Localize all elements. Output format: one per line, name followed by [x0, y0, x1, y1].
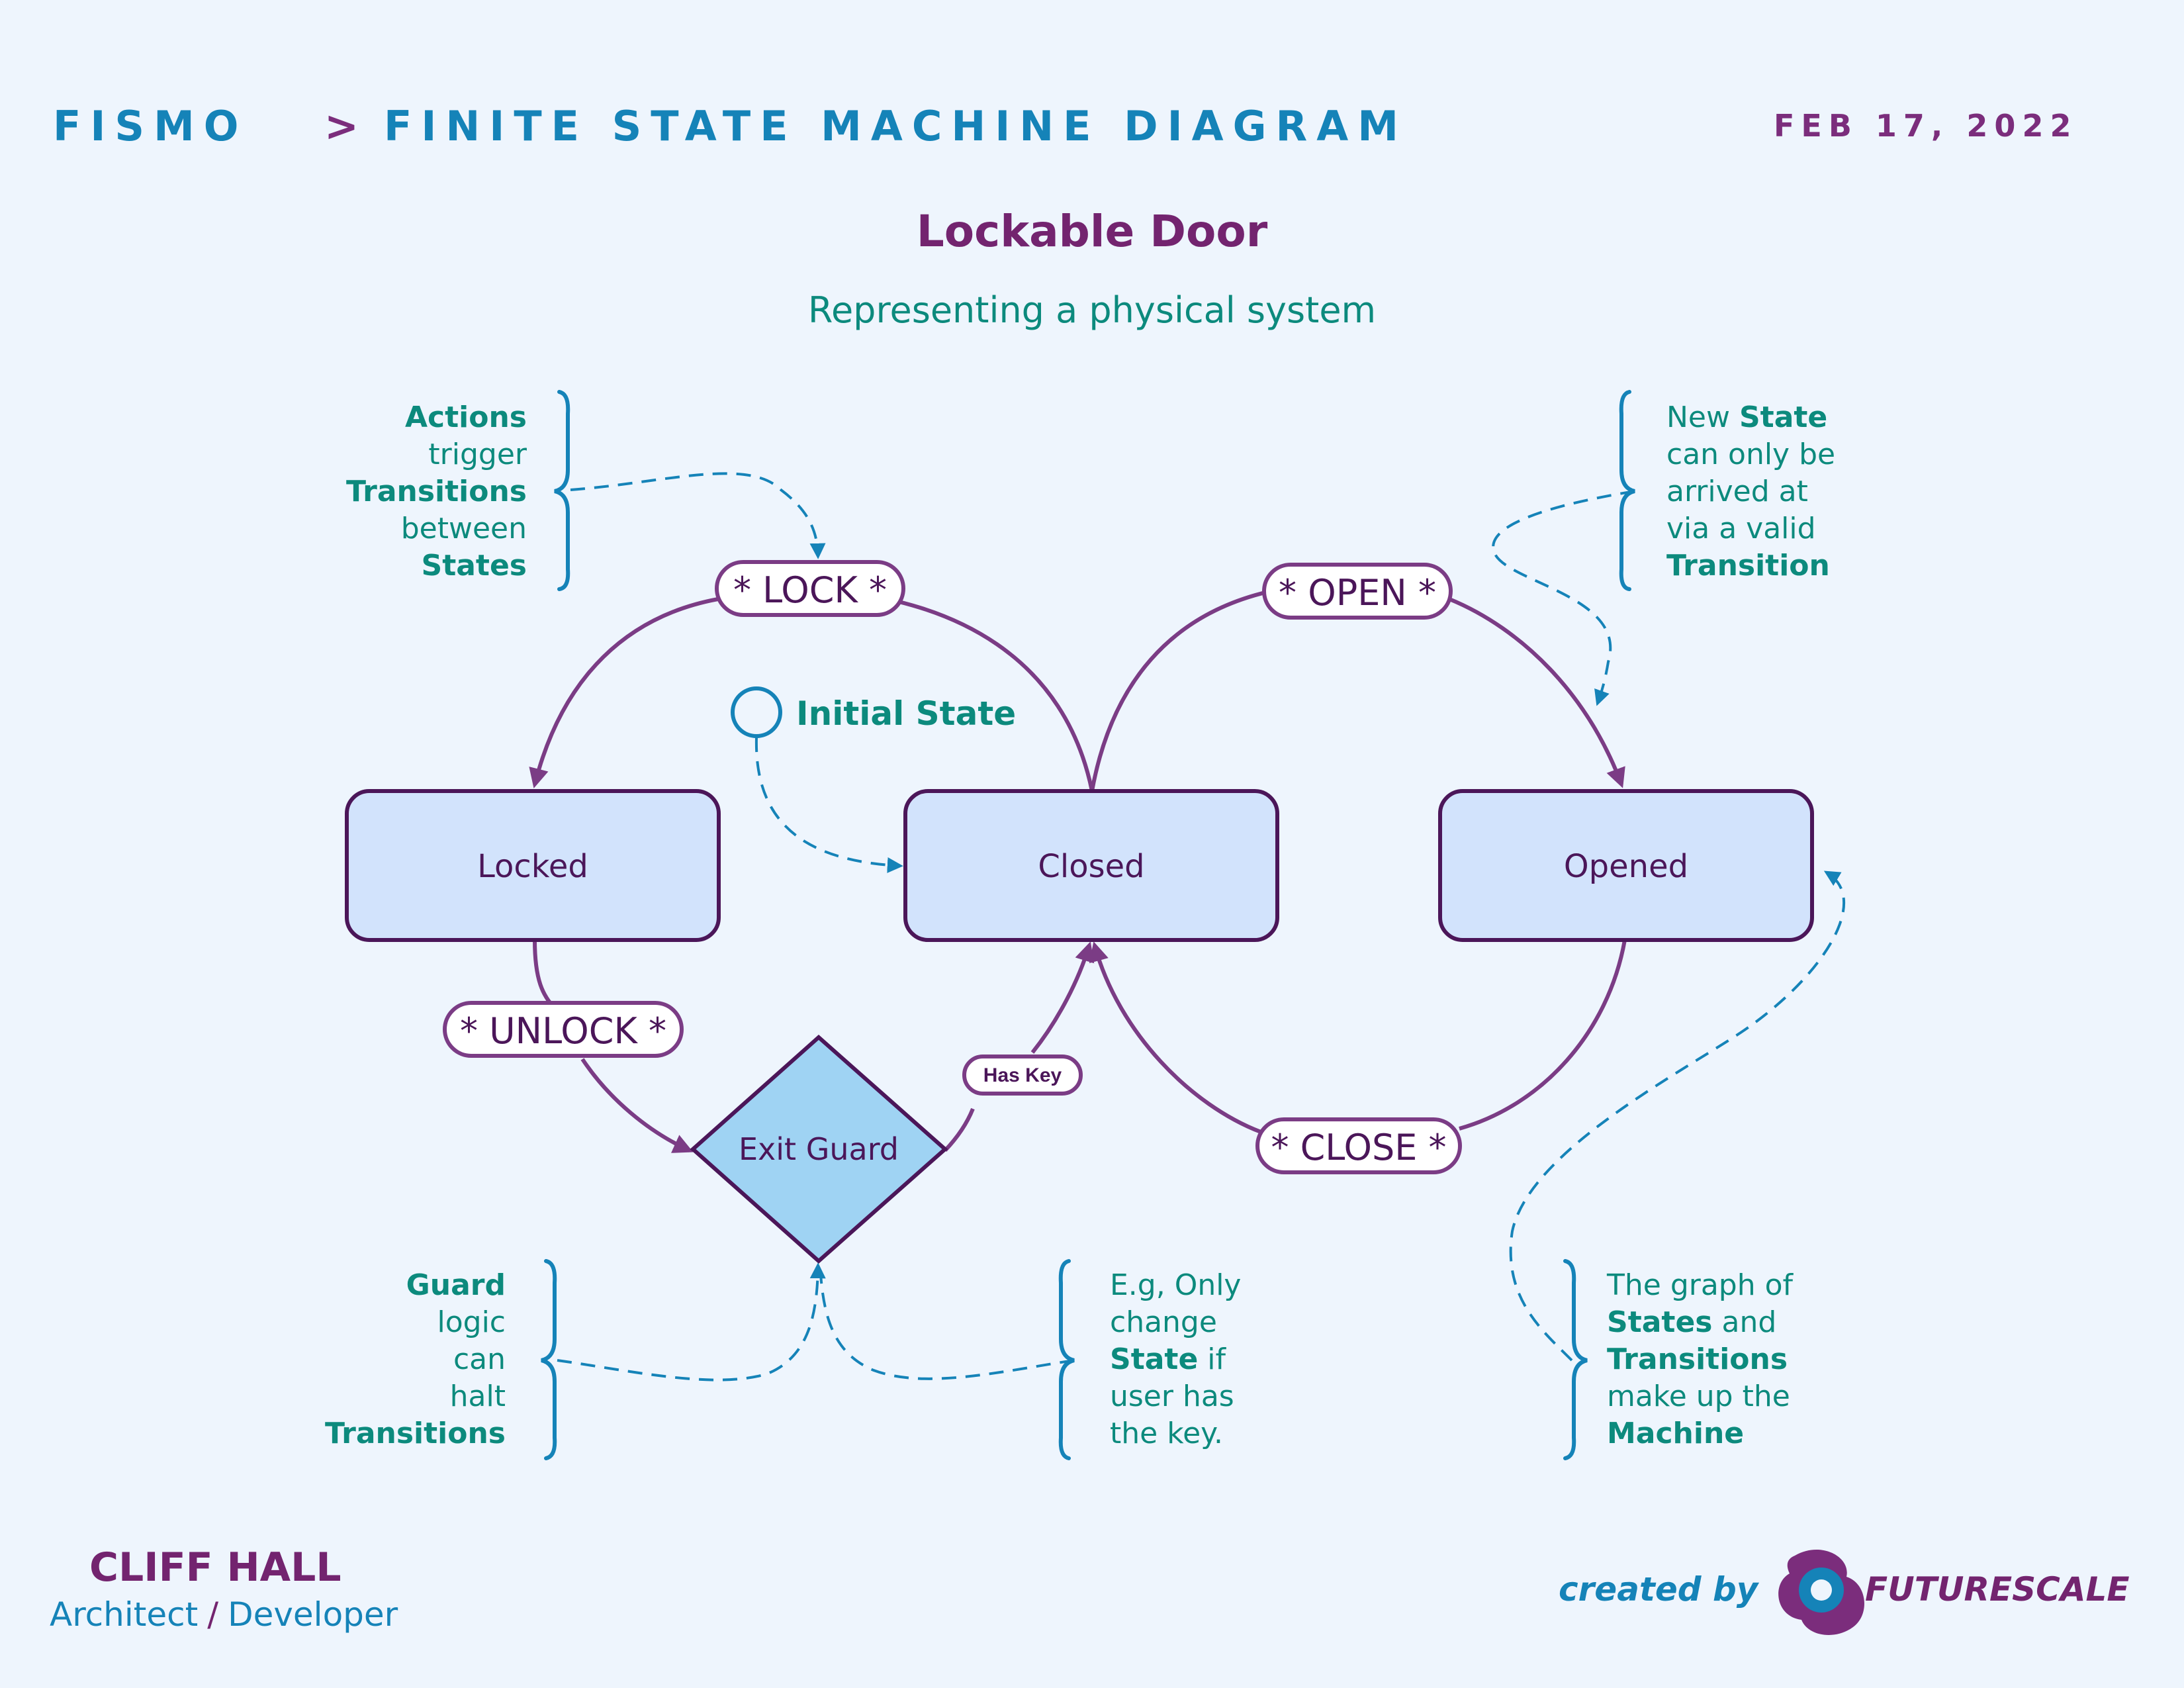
state-closed[interactable]: Closed	[903, 789, 1279, 942]
transition-lock[interactable]: * LOCK *	[715, 560, 905, 617]
guard-condition-pill	[962, 1055, 1083, 1096]
header-title: FINITE STATE MACHINE DIAGRAM	[384, 102, 1408, 150]
state-locked-label: Locked	[477, 848, 588, 885]
transition-lock-pill	[715, 560, 905, 617]
exit-guard-diamond	[690, 1034, 948, 1264]
note-guard-logic: Guard logic can halt Transitions	[325, 1259, 826, 1460]
note-actions: Actions trigger Transitions between Stat…	[346, 390, 826, 591]
state-locked[interactable]: Locked	[345, 789, 721, 942]
note-new-state-line-3: arrived at	[1666, 475, 1808, 508]
note-actions-pointer	[570, 472, 826, 559]
note-example-line-4: user has	[1110, 1380, 1234, 1413]
note-new-state-line-2: can only be	[1666, 438, 1835, 471]
exit-guard[interactable]: Exit Guard	[690, 1034, 948, 1264]
note-guard-logic-line-2: logic	[437, 1305, 506, 1339]
transition-unlock[interactable]: * UNLOCK *	[443, 1001, 684, 1058]
note-new-state: New State can only be arrived at via a va…	[1492, 390, 1835, 706]
note-actions-brace	[554, 390, 570, 591]
note-guard-logic-pointer	[557, 1262, 826, 1382]
note-example-line-2: change	[1110, 1305, 1217, 1339]
note-guard-logic-brace	[541, 1259, 557, 1460]
note-graph-line-1: The graph of	[1606, 1268, 1794, 1302]
transition-close[interactable]: * CLOSE *	[1255, 1117, 1462, 1174]
state-closed-box	[903, 789, 1279, 942]
transition-close-pill	[1255, 1117, 1462, 1174]
guard-exit-arc	[943, 945, 1089, 1152]
note-new-state-line-5: Transition	[1666, 549, 1830, 583]
header-separator: >	[324, 102, 368, 150]
note-guard-logic-line-5: Transitions	[325, 1417, 506, 1450]
note-graph-line-3: Transitions	[1607, 1342, 1788, 1376]
transition-open-pill	[1262, 563, 1453, 620]
note-example-word-state: State	[1110, 1342, 1198, 1376]
diagram-title: Lockable Door	[917, 206, 1268, 257]
state-locked-box	[345, 789, 721, 942]
note-graph-brace	[1563, 1259, 1588, 1460]
note-actions-line-3: Transitions	[346, 475, 527, 508]
note-new-state-word-state: State	[1739, 400, 1827, 434]
note-graph-line-5: Machine	[1607, 1417, 1744, 1450]
transition-open-label: * OPEN *	[1279, 572, 1436, 614]
diagram-subtitle: Representing a physical system	[808, 289, 1376, 331]
author-name: CLIFF HALL	[89, 1544, 341, 1591]
close-transition-arc	[1095, 940, 1627, 1134]
author-block: CLIFF HALL Architect/ Developer	[50, 1544, 398, 1634]
author-role-1: Architect	[50, 1595, 198, 1634]
note-actions-line-2: trigger	[428, 438, 527, 471]
transition-unlock-pill	[443, 1001, 684, 1058]
note-example-line-1: E.g, Only	[1110, 1268, 1241, 1302]
note-new-state-pointer	[1492, 490, 1635, 706]
note-guard-logic-line-4: halt	[450, 1380, 506, 1413]
note-graph: The graph of States and Transitions make …	[1509, 870, 1846, 1460]
note-guard-logic-line-3: can	[453, 1342, 506, 1376]
page-header: FISMO > FINITE STATE MACHINE DIAGRAM FEB…	[53, 102, 2077, 150]
transition-open[interactable]: * OPEN *	[1262, 563, 1453, 620]
state-opened[interactable]: Opened	[1438, 789, 1814, 942]
credit-block: created by FUTURESCALE	[1559, 1550, 2130, 1635]
state-closed-label: Closed	[1038, 848, 1144, 885]
credit-brand: FUTURESCALE	[1865, 1570, 2130, 1609]
header-date: FEB 17, 2022	[1774, 108, 2077, 144]
initial-state-arrow	[754, 737, 903, 874]
transition-unlock-label: * UNLOCK *	[460, 1010, 666, 1052]
note-guard-logic-line-1: Guard	[406, 1268, 506, 1302]
exit-guard-label: Exit Guard	[739, 1131, 899, 1167]
author-role-2: Developer	[228, 1595, 398, 1634]
state-opened-label: Opened	[1564, 848, 1688, 885]
note-graph-word-states: States	[1607, 1305, 1712, 1339]
note-example-line-5: the key.	[1110, 1417, 1223, 1450]
author-role: Architect/ Developer	[50, 1595, 398, 1634]
note-example-pointer	[819, 1274, 1075, 1380]
initial-state: Initial State	[731, 686, 1016, 874]
note-new-state-word-new: New	[1666, 400, 1730, 434]
note-actions-line-1: Actions	[405, 400, 527, 434]
header-project: FISMO	[53, 102, 248, 150]
note-graph-word-and: and	[1721, 1305, 1776, 1339]
author-role-separator: /	[207, 1595, 218, 1634]
lock-transition-arc	[535, 587, 1094, 791]
state-opened-box	[1438, 789, 1814, 942]
note-graph-pointer	[1509, 870, 1846, 1362]
initial-state-icon	[731, 686, 782, 738]
guard-condition[interactable]: Has Key	[962, 1055, 1083, 1096]
initial-state-label: Initial State	[796, 694, 1016, 733]
transition-close-label: * CLOSE *	[1271, 1127, 1446, 1168]
note-graph-line-2: States and	[1607, 1305, 1776, 1339]
note-actions-line-4: between	[401, 512, 527, 545]
note-new-state-line-1: New State	[1666, 400, 1827, 434]
note-example-word-if: if	[1207, 1342, 1226, 1376]
guard-condition-label: Has Key	[983, 1064, 1062, 1086]
note-actions-line-5: States	[422, 549, 527, 583]
open-transition-arc	[1090, 590, 1621, 791]
note-new-state-line-4: via a valid	[1666, 512, 1816, 545]
futurescale-logo-icon	[1778, 1550, 1864, 1635]
note-graph-line-4: make up the	[1607, 1380, 1790, 1413]
credit-prefix: created by	[1559, 1570, 1760, 1609]
transition-lock-label: * LOCK *	[733, 569, 887, 611]
